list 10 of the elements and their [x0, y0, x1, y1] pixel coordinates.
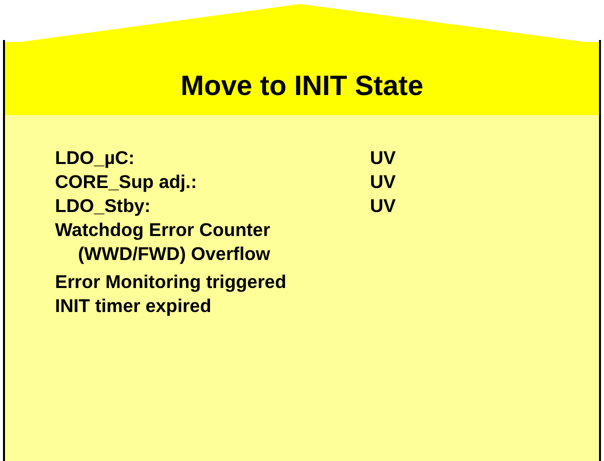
- condition-text: UV: [370, 146, 397, 170]
- state-title: Move to INIT State: [180, 70, 424, 102]
- condition-text: Watchdog Error Counter (WWD/FWD) Overflow: [55, 218, 272, 266]
- condition-text: UV: [370, 170, 397, 194]
- condition-text: LDO_Stby:: [55, 194, 152, 218]
- condition-text: Error Monitoring triggered: [55, 270, 288, 294]
- condition-text: INIT timer expired: [55, 294, 212, 318]
- condition-text: LDO_µC:: [55, 146, 136, 170]
- condition-text: UV: [370, 194, 397, 218]
- condition-text: CORE_Sup adj.:: [55, 170, 198, 194]
